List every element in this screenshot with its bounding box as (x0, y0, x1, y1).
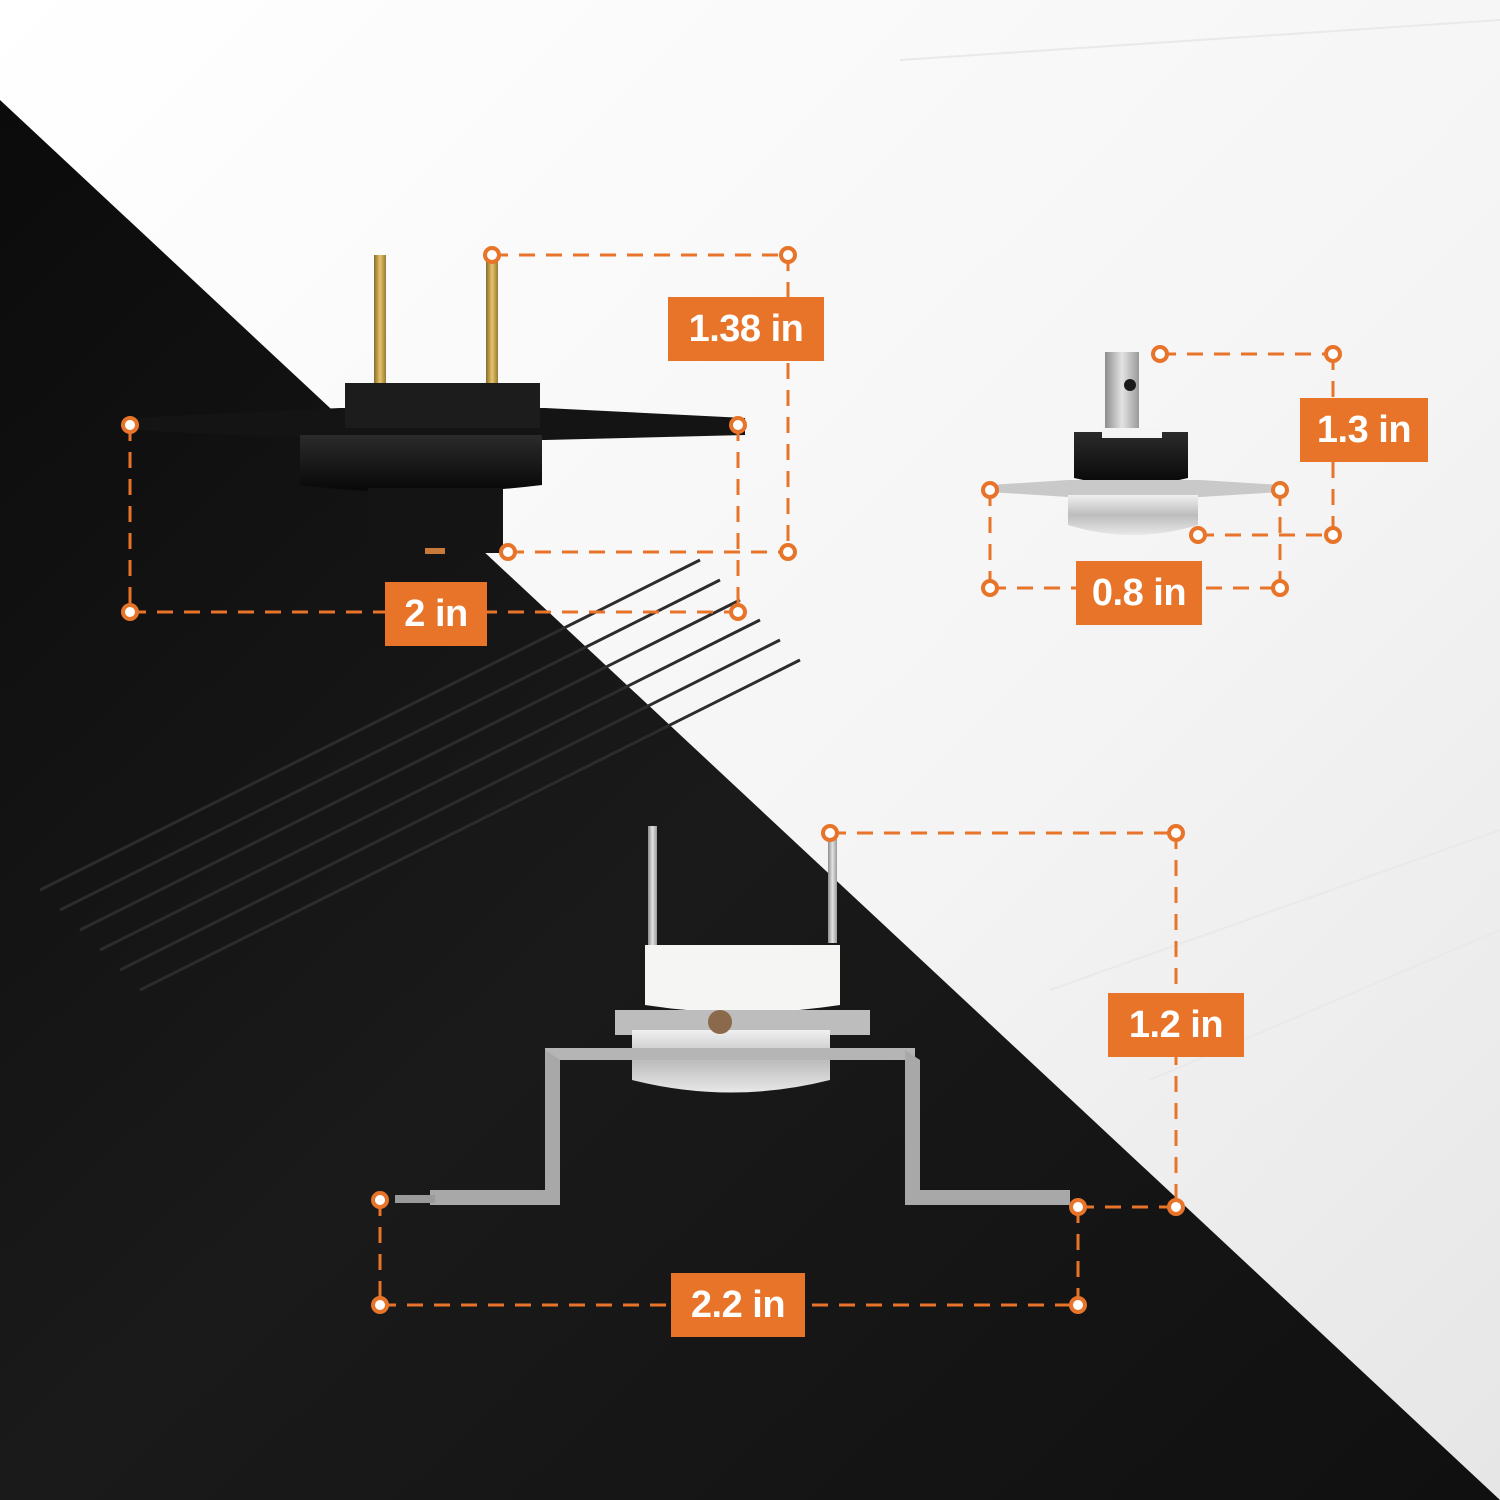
dimension-endpoints (121, 246, 1342, 1314)
part-bracket-thermostat (395, 826, 1070, 1205)
dimension-label-part1-height: 1.38 in (668, 297, 824, 361)
dimension-label-part2-height: 1.3 in (1300, 398, 1428, 462)
dimension-label-part3-width: 2.2 in (671, 1273, 805, 1337)
dimension-label-part2-width: 0.8 in (1076, 561, 1202, 625)
part-black-thermostat (128, 255, 745, 554)
decorative-stripes (39, 558, 801, 992)
dimension-label-part1-width: 2 in (385, 582, 487, 646)
dimension-label-part3-height: 1.2 in (1108, 993, 1244, 1057)
part-small-thermal-fuse (990, 352, 1282, 535)
